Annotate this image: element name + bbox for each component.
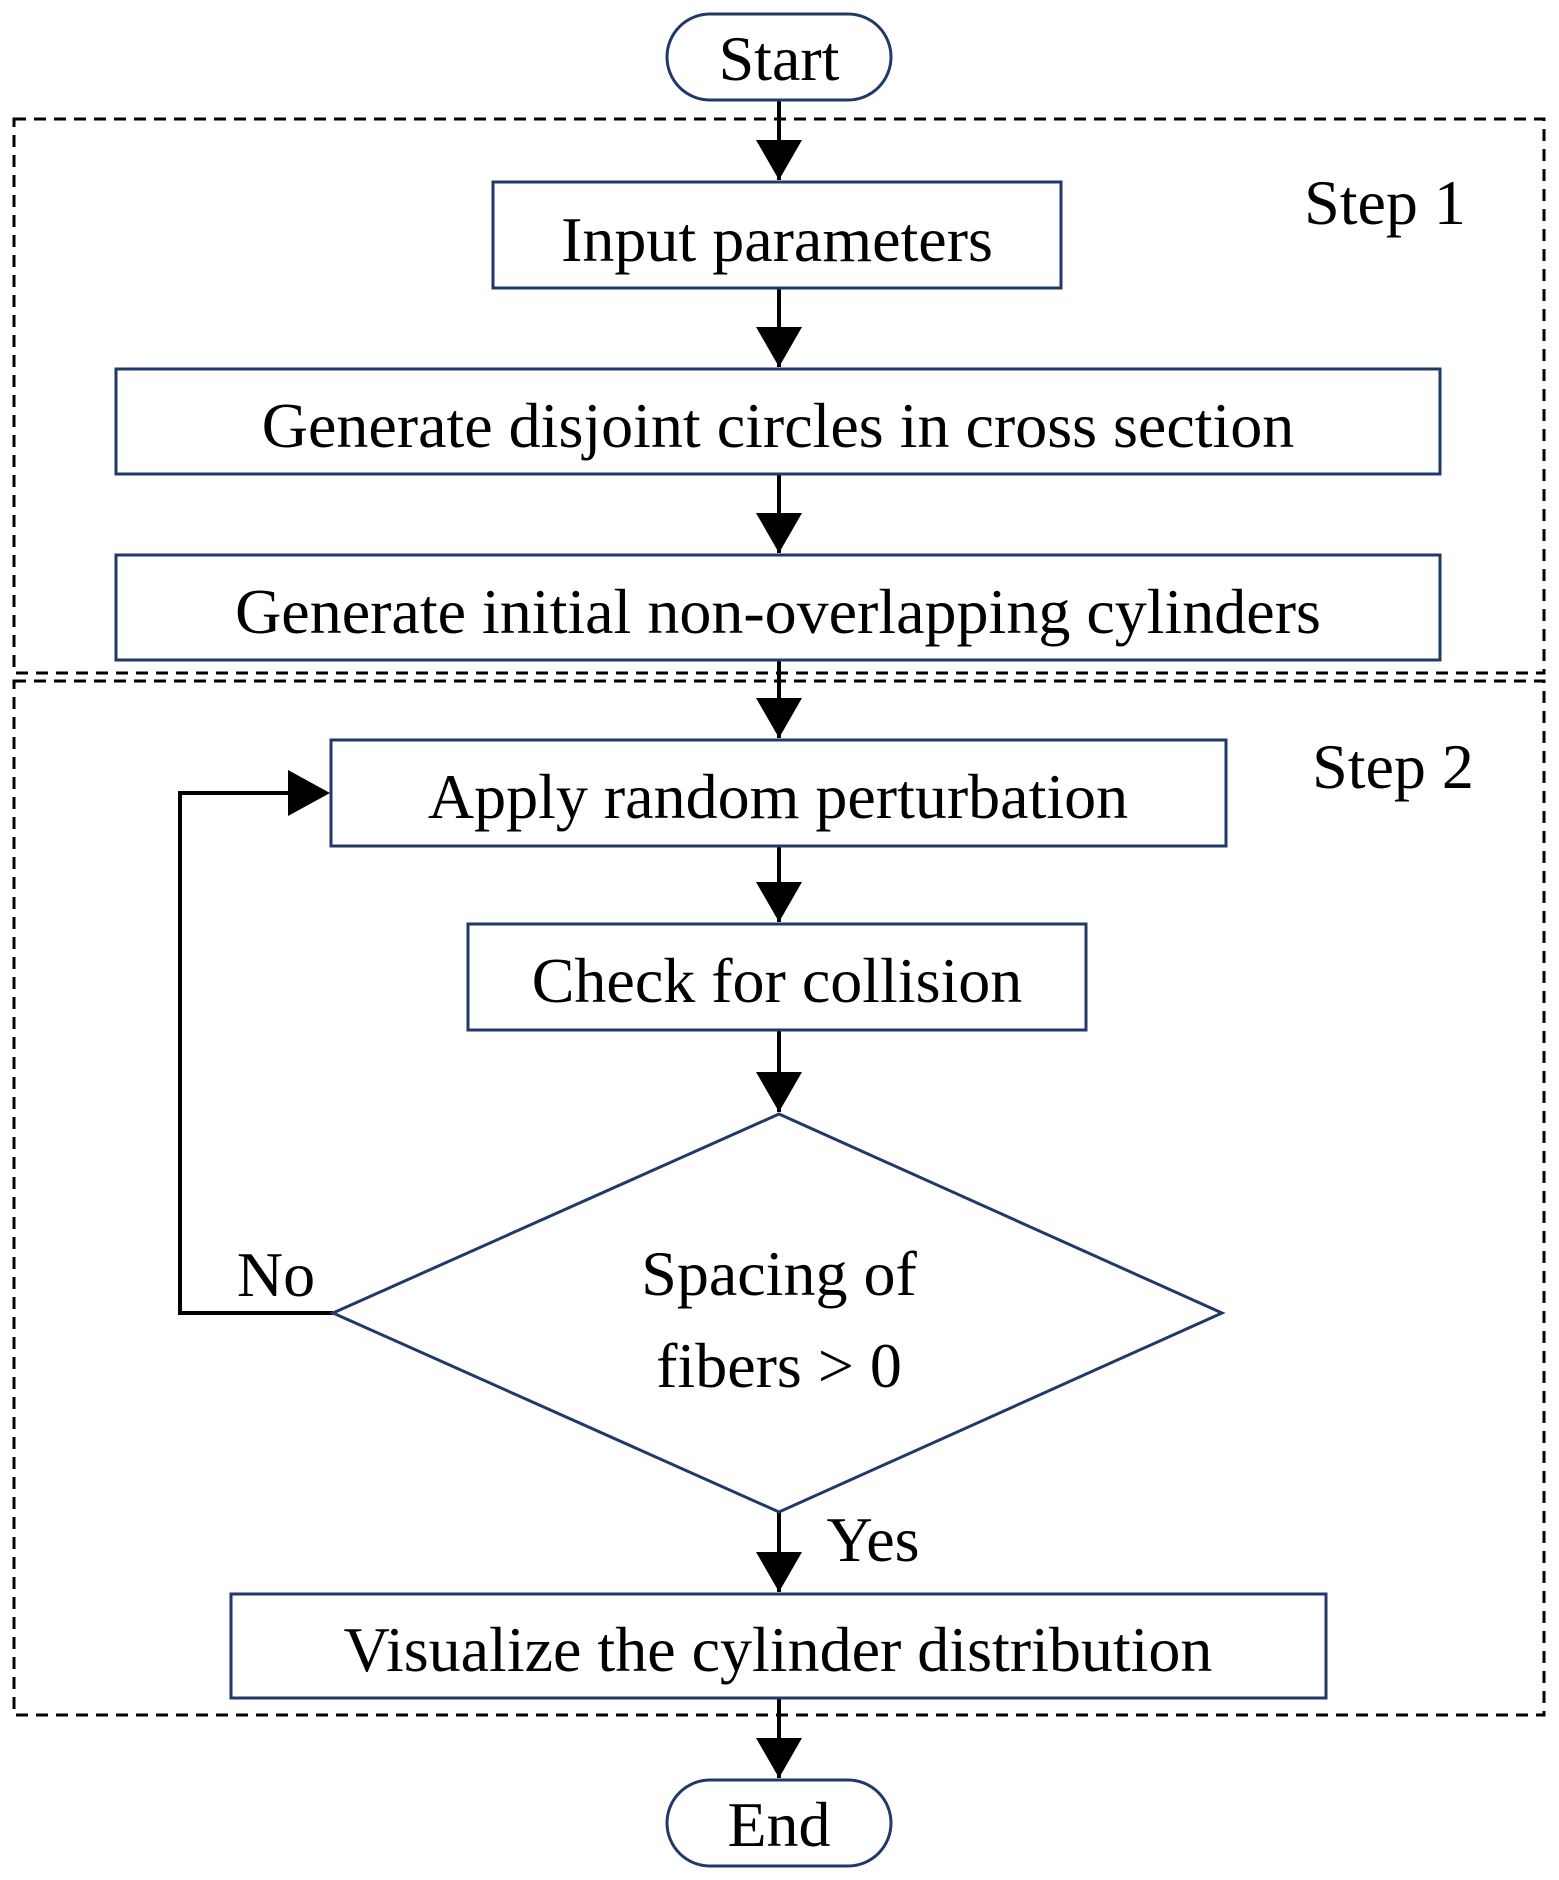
arrowhead-circles-to-cylinders	[756, 513, 802, 553]
decision-label-line2: fibers > 0	[656, 1330, 902, 1401]
check-collision-node: Check for collision	[466, 922, 1088, 1032]
decision-node: Spacing of fibers > 0	[329, 1112, 1226, 1514]
arrowhead-check-to-decision	[756, 1072, 802, 1112]
loop-back-line	[178, 791, 333, 1315]
visualize-label: Visualize the cylinder distribution	[344, 1614, 1213, 1685]
generate-cylinders-label: Generate initial non-overlapping cylinde…	[235, 576, 1321, 647]
connectors	[178, 100, 802, 1778]
end-label: End	[727, 1789, 830, 1860]
arrowhead-start-to-input	[756, 140, 802, 180]
arrowhead-decision-to-visualize	[756, 1552, 802, 1592]
arrowhead-cylinders-to-perturbation	[756, 698, 802, 738]
decision-label-line1: Spacing of	[641, 1238, 917, 1309]
apply-perturbation-node: Apply random perturbation	[329, 738, 1228, 848]
check-collision-label: Check for collision	[532, 945, 1023, 1016]
no-label: No	[237, 1239, 315, 1310]
visualize-node: Visualize the cylinder distribution	[229, 1592, 1328, 1700]
step1-label: Step 1	[1304, 167, 1466, 238]
end-node: End	[665, 1778, 893, 1868]
apply-perturbation-label: Apply random perturbation	[428, 761, 1128, 832]
arrowhead-input-to-circles	[756, 327, 802, 367]
input-parameters-node: Input parameters	[491, 180, 1063, 290]
arrowhead-loop-back	[288, 770, 330, 816]
arrowhead-visualize-to-end	[756, 1738, 802, 1778]
generate-circles-node: Generate disjoint circles in cross secti…	[114, 367, 1442, 476]
yes-label: Yes	[826, 1504, 919, 1575]
step2-label: Step 2	[1312, 731, 1474, 802]
input-parameters-label: Input parameters	[561, 204, 993, 275]
generate-cylinders-node: Generate initial non-overlapping cylinde…	[114, 553, 1442, 662]
arrowhead-perturbation-to-check	[756, 882, 802, 922]
start-label: Start	[719, 23, 840, 94]
start-node: Start	[665, 12, 893, 102]
generate-circles-label: Generate disjoint circles in cross secti…	[262, 390, 1295, 461]
